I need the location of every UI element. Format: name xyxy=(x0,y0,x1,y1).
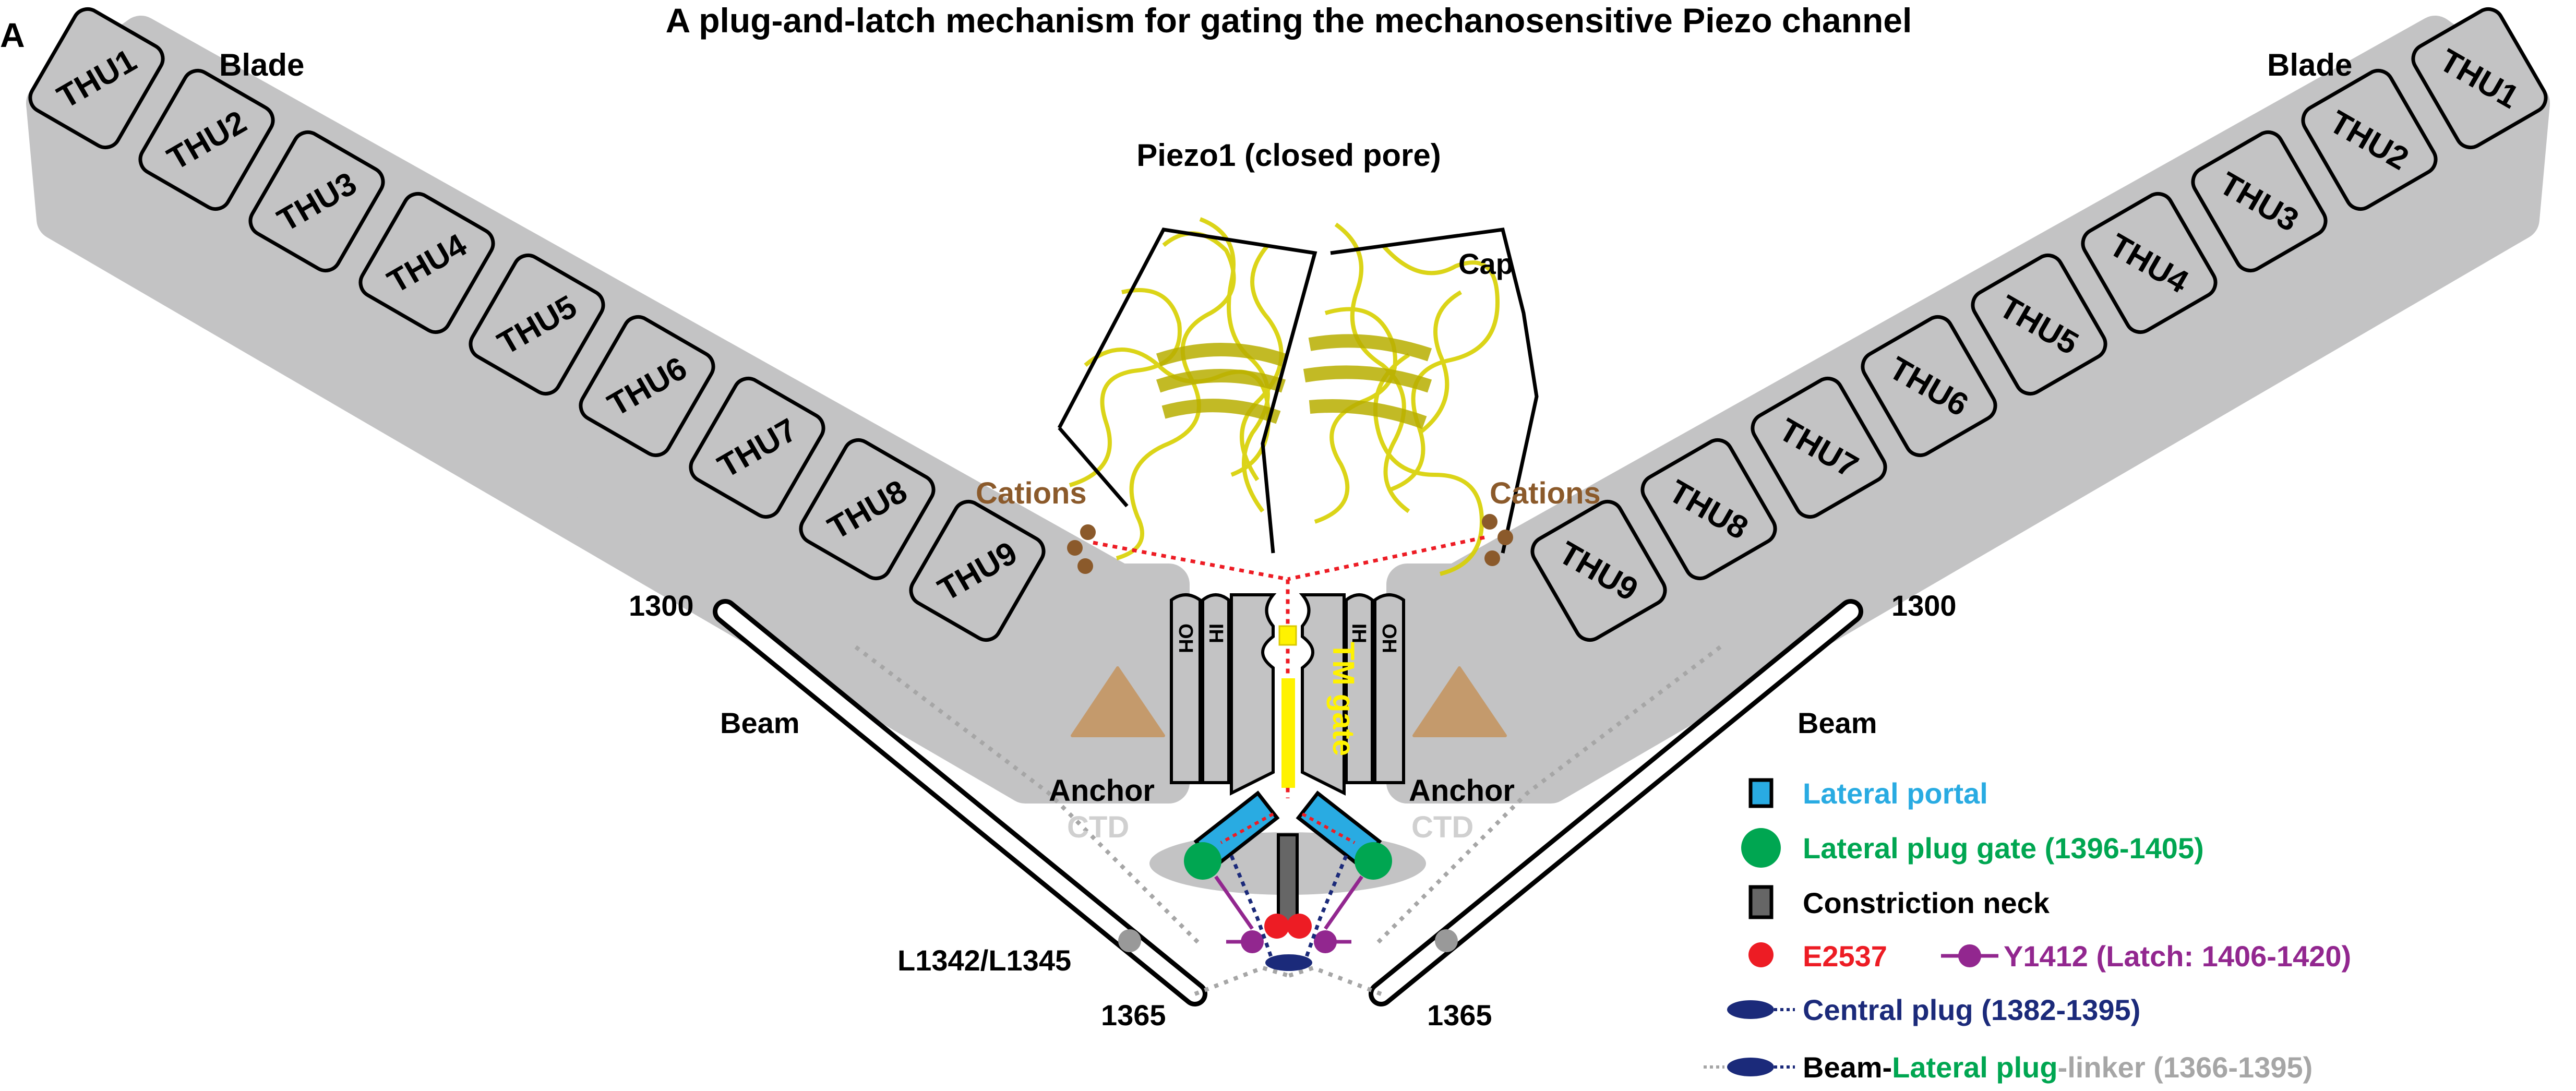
thu-domain-left-8: THU8 xyxy=(799,438,936,581)
cap-outline-left xyxy=(1057,227,1317,554)
thu-domain-right-1: THU1 xyxy=(2411,7,2548,150)
legend-e2537: E2537 xyxy=(1803,940,1887,973)
right-beam xyxy=(1369,599,1863,1006)
thu-domain-right-5: THU5 xyxy=(1971,253,2107,396)
tm-gate-lower xyxy=(1281,678,1295,788)
beam-label-left: Beam xyxy=(720,706,800,739)
left-beam xyxy=(713,599,1207,1006)
legend-lateral-portal-swatch xyxy=(1748,778,1774,808)
panel-letter: A xyxy=(0,16,25,54)
e2537-left xyxy=(1264,914,1289,939)
l1342-marker xyxy=(1118,929,1141,952)
legend-linker-beam: Beam- xyxy=(1803,1051,1892,1084)
residue-l1342-l1345: L1342/L1345 xyxy=(897,944,1071,977)
thu-domain-left-9: THU9 xyxy=(909,499,1046,642)
residue-1300-left: 1300 xyxy=(629,589,694,622)
latch-left xyxy=(1214,875,1264,953)
thu-domain-right-9: THU9 xyxy=(1530,499,1667,642)
structure-label: Piezo1 (closed pore) xyxy=(1136,138,1441,173)
legend: Lateral portal Lateral plug gate (1396-1… xyxy=(1704,777,2351,1084)
legend-central-plug: Central plug (1382-1395) xyxy=(1803,993,2140,1026)
l1342-marker-right xyxy=(1435,929,1458,952)
tm-gate-label: TM gate xyxy=(1326,642,1360,756)
central-plug xyxy=(1265,954,1312,971)
figure-title: A plug-and-latch mechanism for gating th… xyxy=(666,1,1912,40)
legend-latch-swatch xyxy=(1941,944,1998,967)
thu-domain-left-3: THU3 xyxy=(248,130,385,273)
beam-linkers xyxy=(854,645,1722,996)
thu-domain-left-7: THU7 xyxy=(689,376,825,519)
ih-label-right: IH xyxy=(1348,624,1370,643)
thu-domain-right-2: THU2 xyxy=(2301,68,2438,211)
oh-label-right: OH xyxy=(1378,624,1400,653)
legend-central-plug-swatch xyxy=(1727,1000,1795,1019)
cation-dots xyxy=(1067,514,1513,574)
legend-linker-rest: -linker (1366-1395) xyxy=(2058,1051,2313,1084)
thu-domain-left-6: THU6 xyxy=(579,315,715,458)
residue-1300-right: 1300 xyxy=(1891,589,1957,622)
tm-gate-upper xyxy=(1278,625,1297,646)
ctd-label-right: CTD xyxy=(1411,810,1473,844)
cap-label: Cap xyxy=(1458,247,1514,280)
thu-domain-left-1: THU1 xyxy=(28,7,165,150)
anchor-left xyxy=(1071,666,1165,737)
residue-1365-right: 1365 xyxy=(1427,999,1492,1032)
thu-domain-left-2: THU2 xyxy=(138,68,275,211)
portal-arrows xyxy=(1220,812,1356,844)
cation-path xyxy=(1093,535,1485,798)
blade-label-right: Blade xyxy=(2267,47,2352,82)
cations-label-left: Cations xyxy=(976,476,1087,510)
lateral-plug-gate-right xyxy=(1355,842,1392,880)
legend-linker-lateral: Lateral plug xyxy=(1892,1051,2057,1084)
lateral-plug-gate-left xyxy=(1184,842,1221,880)
anchor-label-left: Anchor xyxy=(1049,774,1155,808)
constriction-neck xyxy=(1277,833,1299,930)
legend-constriction-neck: Constriction neck xyxy=(1803,886,2050,919)
latch-right xyxy=(1314,875,1363,953)
legend-y1412: Y1412 (Latch: 1406-1420) xyxy=(2004,940,2351,973)
thu-domain-right-6: THU6 xyxy=(1861,315,1997,458)
legend-linker: Beam-Lateral plug-linker (1366-1395) xyxy=(1803,1051,2313,1084)
anchor-label-right: Anchor xyxy=(1409,774,1515,808)
legend-constriction-swatch xyxy=(1748,885,1774,919)
cations-label-right: Cations xyxy=(1490,476,1601,510)
blade-label-left: Blade xyxy=(219,47,304,82)
central-plug-linkers xyxy=(1229,855,1348,964)
cap-outline-right xyxy=(1330,227,1539,554)
thu-domain-right-7: THU7 xyxy=(1751,376,1887,519)
legend-e2537-swatch xyxy=(1748,942,1774,967)
oh-label-left: OH xyxy=(1175,624,1196,653)
thu-domain-right-4: THU4 xyxy=(2081,191,2218,334)
thu-domain-left-4: THU4 xyxy=(358,191,495,334)
ctd-label-left: CTD xyxy=(1067,810,1129,844)
legend-lateral-plug-gate: Lateral plug gate (1396-1405) xyxy=(1803,832,2204,865)
legend-lateral-portal: Lateral portal xyxy=(1803,777,1988,810)
thu-domain-right-8: THU8 xyxy=(1640,438,1777,581)
cap-structure xyxy=(1057,217,1539,576)
legend-plug-gate-swatch xyxy=(1741,828,1781,868)
residue-1365-left: 1365 xyxy=(1101,999,1166,1032)
legend-linker-swatch xyxy=(1704,1058,1795,1076)
thu-domain-left-5: THU5 xyxy=(469,253,605,396)
ih-label-left: IH xyxy=(1205,624,1227,643)
e2537-right xyxy=(1287,914,1312,939)
thu-domain-right-3: THU3 xyxy=(2191,130,2328,273)
anchor-right xyxy=(1412,666,1507,737)
pore-module xyxy=(1170,593,1405,796)
beam-label-right: Beam xyxy=(1798,706,1877,739)
